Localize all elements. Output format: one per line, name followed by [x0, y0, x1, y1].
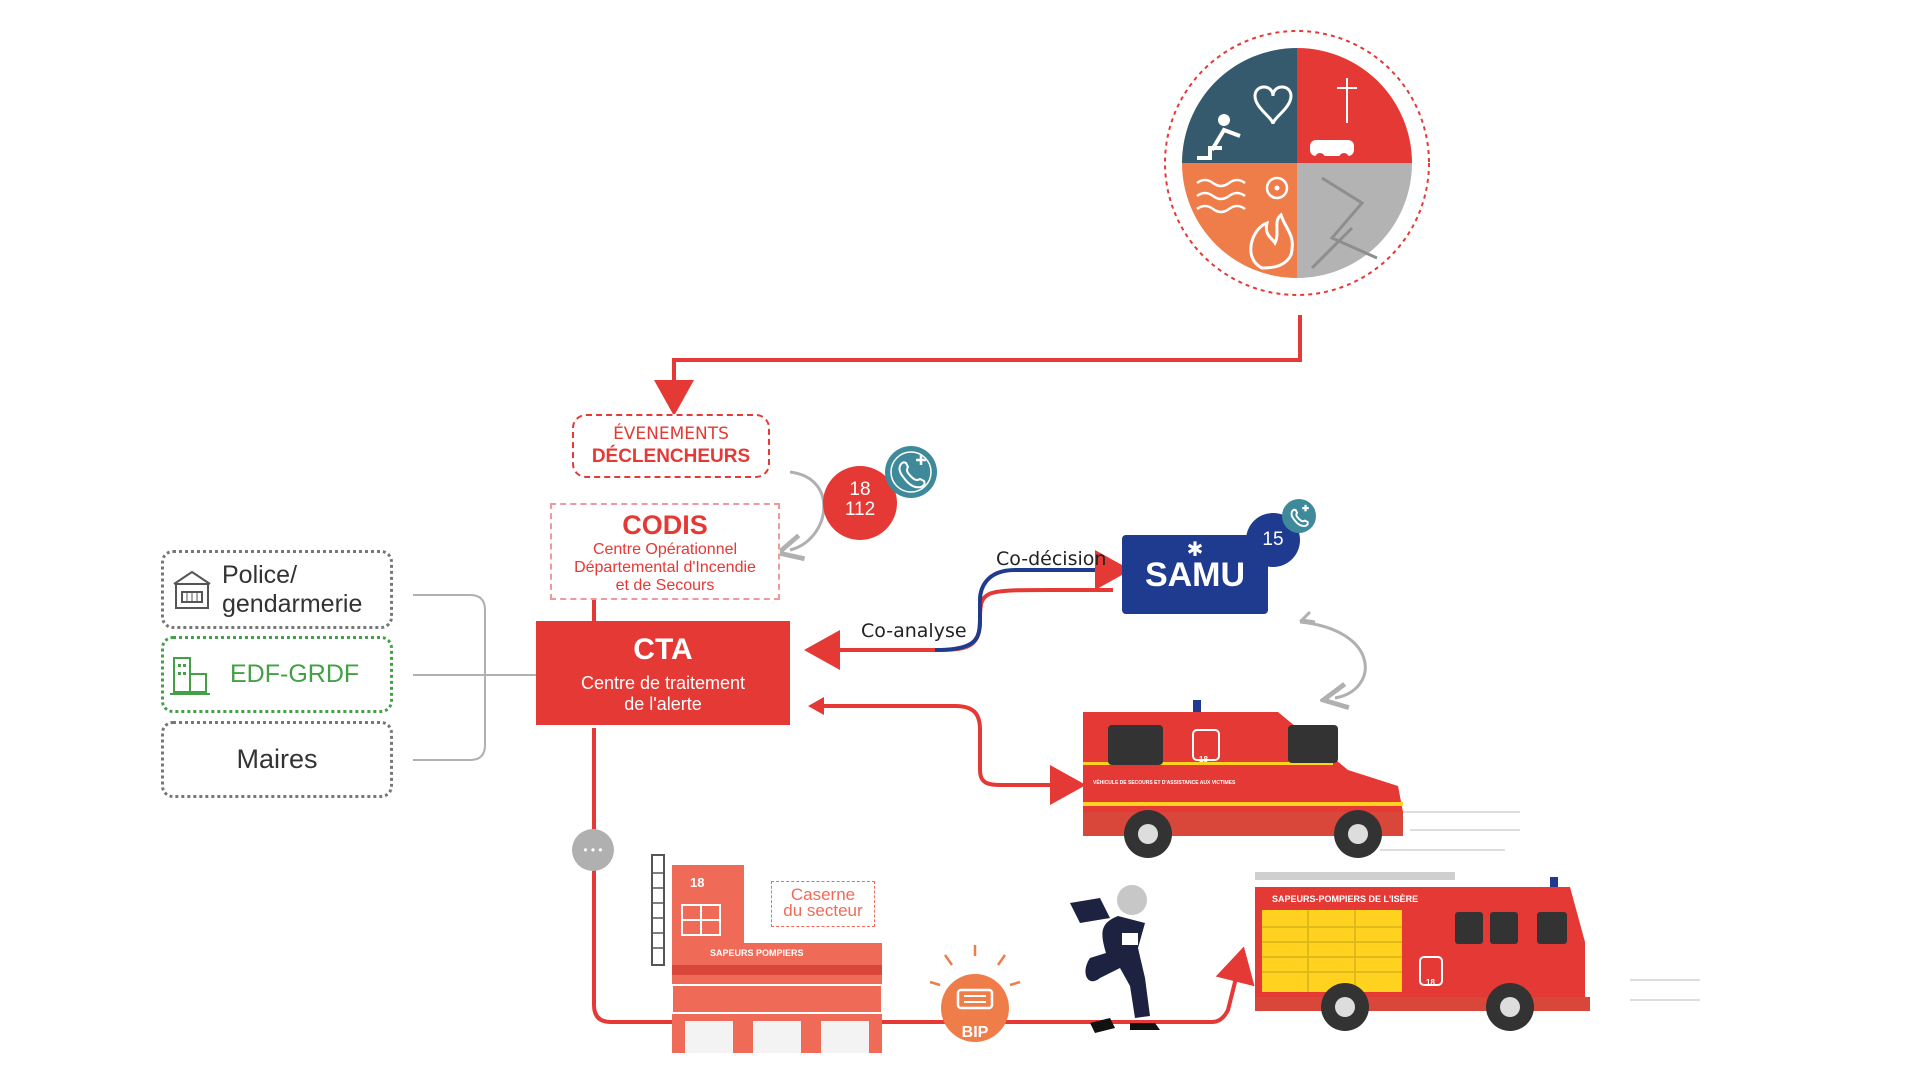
samu-number: 15: [1262, 529, 1284, 550]
fire-truck-badge: 18: [1426, 978, 1435, 987]
hazard-circle: [1162, 28, 1432, 298]
codis-desc-line2: Départemental d'Incendie: [574, 559, 756, 576]
phone-medical-icon: [885, 446, 937, 498]
samu-ambulance-arrow: [1299, 620, 1367, 698]
co-decision-connector: [934, 550, 1131, 652]
partners-bracket: [413, 594, 538, 761]
fire-station: 18 SAPEURS POMPIERS: [650, 853, 890, 1053]
co-analysis-label: Co-analyse: [861, 620, 967, 642]
radiation-icon: [1265, 176, 1289, 200]
firefighter-figure: [1060, 878, 1180, 1038]
trigger-events-box: ÉVENEMENTS DÉCLENCHEURS: [572, 414, 770, 478]
police-building-icon: [173, 570, 211, 609]
police-line2: gendarmerie: [222, 589, 363, 618]
ambulance-vsav: VÉHICULE DE SECOURS ET D'ASSISTANCE AUX …: [1078, 700, 1408, 860]
triggers-line1: ÉVENEMENTS: [613, 424, 729, 444]
hazard-to-triggers-line: [654, 315, 1302, 416]
ambulance-badge: 18: [1199, 755, 1208, 764]
codis-desc-line3: et de Secours: [615, 577, 715, 594]
partner-police: Police/ gendarmerie: [161, 550, 393, 629]
cta-title: CTA: [633, 633, 693, 666]
police-line1: Police/: [222, 560, 298, 589]
station-label-box: Caserne du secteur: [771, 881, 875, 927]
number-112: 112: [844, 499, 876, 520]
cta-desc-line1: Centre de traitement: [580, 673, 746, 693]
partner-mayors: Maires: [161, 721, 393, 798]
cta-ambulance-connector: [820, 704, 1086, 805]
triggers-to-codis-arrow: [790, 470, 826, 550]
landslide-icon: [1310, 176, 1378, 270]
fall-icon: [1197, 114, 1241, 160]
heart-icon: [1253, 85, 1293, 125]
road-lines: [1380, 811, 1700, 1001]
beeper-icon: BIP: [920, 940, 1030, 1050]
waiting-dots-indicator: • • •: [572, 829, 614, 871]
cta-to-firetruck-line: [592, 728, 1255, 1024]
codis-desc-line1: Centre Opérationnel: [592, 541, 738, 558]
star-of-life-icon: ✱: [1186, 539, 1204, 561]
samu-box: ✱ SAMU: [1122, 535, 1268, 614]
samu-phone-medical-icon: [1282, 499, 1316, 533]
co-decision-label: Co-décision: [996, 548, 1107, 570]
beeper-label: BIP: [961, 1024, 989, 1041]
codis-title: CODIS: [622, 510, 708, 540]
codis-box: CODIS Centre Opérationnel Départemental …: [550, 503, 780, 600]
station-number: 18: [690, 875, 705, 890]
waiting-dots: • • •: [583, 843, 603, 857]
station-label-line1: Caserne: [790, 885, 856, 904]
samu-title: SAMU: [1144, 556, 1246, 594]
cta-box: CTA Centre de traitement de l'alerte: [536, 621, 790, 725]
fire-icon: [1249, 212, 1294, 270]
triggers-line2: DÉCLENCHEURS: [591, 446, 751, 467]
number-18: 18: [849, 479, 871, 500]
emergency-number-badge: 18 112: [823, 466, 897, 540]
car-crash-icon: [1310, 78, 1357, 163]
fire-truck: SAPEURS-POMPIERS DE L'ISÈRE 18: [1250, 872, 1620, 1037]
station-label-line2: du secteur: [783, 901, 863, 920]
partner-edf-grdf: EDF-GRDF: [161, 636, 393, 713]
fire-truck-text: SAPEURS-POMPIERS DE L'ISÈRE: [1272, 894, 1419, 904]
cta-desc-line2: de l'alerte: [624, 694, 702, 714]
factory-icon: [170, 656, 210, 695]
mayors-label: Maires: [236, 744, 318, 774]
edf-grdf-label: EDF-GRDF: [230, 660, 360, 688]
ambulance-text: VÉHICULE DE SECOURS ET D'ASSISTANCE AUX …: [1093, 780, 1236, 786]
flood-icon: [1196, 178, 1246, 214]
station-sign: SAPEURS POMPIERS: [710, 948, 804, 958]
